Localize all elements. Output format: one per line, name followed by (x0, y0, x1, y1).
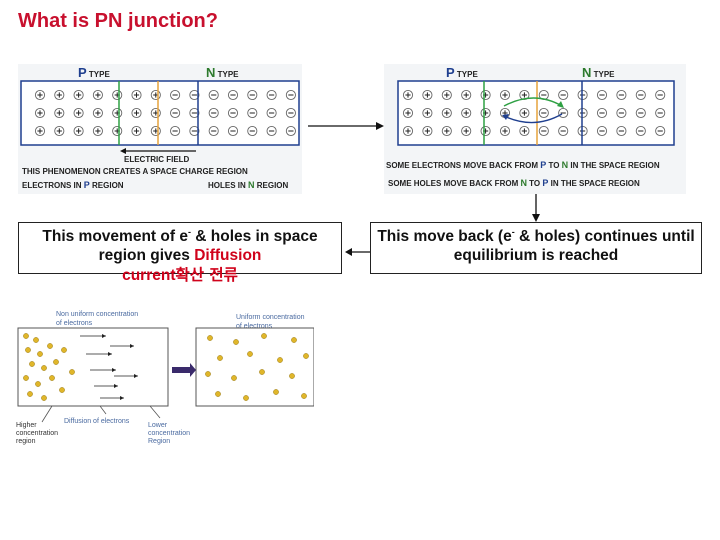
n-type-label: N TYPE (582, 65, 615, 80)
uniform-particles (205, 333, 309, 401)
electric-field-label: ELECTRIC FIELD (124, 155, 190, 164)
electron-particle (301, 393, 307, 399)
connector-arrowhead-top (376, 122, 384, 130)
n-type-label: N TYPE (206, 65, 239, 80)
slide-title: What is PN junction? (18, 10, 218, 32)
connector-arrowhead-down (532, 214, 540, 222)
electron-particle (49, 375, 55, 381)
charge-grid (402, 89, 666, 137)
holes-in-n-label: HOLES IN N REGION (208, 180, 289, 190)
phenomenon-text: THIS PHENOMENON CREATES A SPACE CHARGE R… (22, 167, 248, 176)
electron-particle (41, 395, 47, 401)
higher-pointer (41, 405, 53, 423)
electron-particle (215, 391, 221, 397)
electron-particle (247, 351, 253, 357)
electron-particle (23, 333, 29, 339)
electron-particle (23, 375, 29, 381)
electron-particle (53, 359, 59, 365)
electron-particle (205, 371, 211, 377)
electron-particle (261, 333, 267, 339)
connector-arrowhead-boxes (345, 248, 352, 256)
electron-particle (231, 375, 237, 381)
diffusion-pointer (99, 405, 107, 415)
p-type-label: P TYPE (446, 65, 478, 80)
electron-particle (233, 339, 239, 345)
nonuniform-particles (23, 333, 138, 401)
diffusion-current-highlight: current (122, 266, 176, 284)
diffusion-of-electrons-label: Diffusion of electrons (64, 418, 130, 425)
electric-field-arrowhead (120, 148, 126, 154)
electron-particle (59, 387, 65, 393)
electron-return-arrowhead (557, 101, 564, 108)
pn-junction-diagram-right: P TYPE N TYPE SOME ELECTRONS MOVE BACK F… (384, 64, 686, 194)
pn-junction-diagram-left: P TYPE N TYPE ELECTRIC FIELD THIS PHENOM… (18, 64, 302, 194)
electron-particle (273, 389, 279, 395)
electron-particle (47, 343, 53, 349)
electron-particle (289, 373, 295, 379)
holes-move-back-text: SOME HOLES MOVE BACK FROM N TO P IN THE … (388, 178, 640, 188)
electron-return-arrow (503, 97, 563, 107)
electron-particle (207, 335, 213, 341)
electrons-move-back-text: SOME ELECTRONS MOVE BACK FROM P TO N IN … (386, 160, 660, 170)
crystal-frame (397, 80, 675, 146)
diffusion-explanation-box: This movement of e- & holes in space reg… (18, 222, 342, 284)
electron-particle (27, 391, 33, 397)
hole-return-arrowhead (502, 114, 509, 120)
hole-return-arrow (503, 113, 563, 124)
electron-particle (69, 369, 75, 375)
electron-particle (291, 337, 297, 343)
electron-particle (259, 369, 265, 375)
equilibrium-explanation-box: This move back (e- & holes) continues un… (370, 222, 702, 274)
electron-particle (61, 347, 67, 353)
electron-particle (243, 395, 249, 401)
korean-term: 확산 전류 (175, 265, 238, 284)
lower-pointer (149, 405, 161, 419)
electron-particle (25, 347, 31, 353)
electron-particle (41, 365, 47, 371)
transition-arrowhead (190, 363, 196, 377)
electron-particle (35, 381, 41, 387)
electron-particle (33, 337, 39, 343)
electrons-in-p-label: ELECTRONS IN P REGION (22, 180, 124, 190)
electron-particle (303, 353, 309, 359)
electron-particle (277, 357, 283, 363)
transition-arrow-body (172, 367, 190, 373)
p-type-label: P TYPE (78, 65, 110, 80)
electron-particle (37, 351, 43, 357)
nonuniform-container (17, 327, 169, 407)
diffusion-highlight: Diffusion (194, 247, 262, 265)
electron-particle (29, 361, 35, 367)
electron-particle (217, 355, 223, 361)
